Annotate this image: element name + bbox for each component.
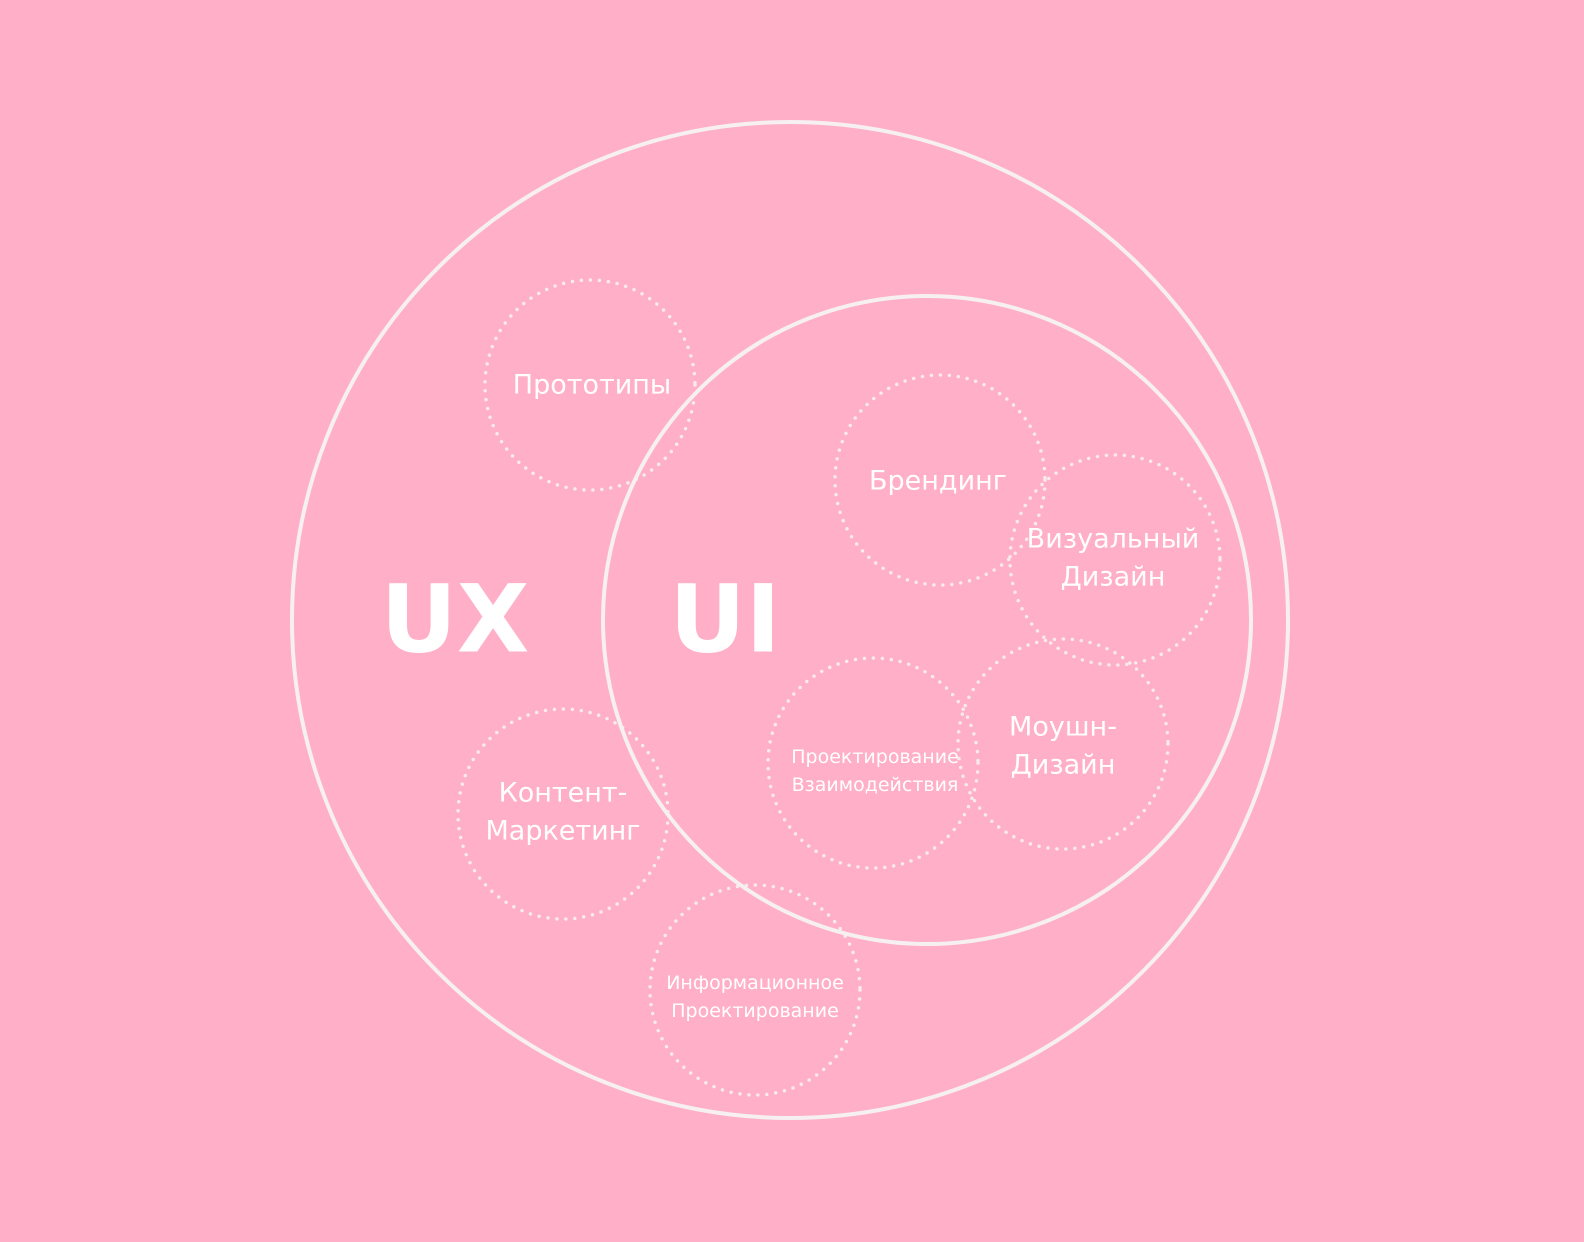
ux-circle (290, 120, 1290, 1120)
information-architecture-label-line2: Проектирование (671, 1000, 839, 1022)
interaction-design-circle (766, 656, 980, 870)
content-marketing-circle (456, 707, 670, 921)
content-marketing-label-line1: Контент- (499, 778, 628, 809)
visual-design-label-line1: Визуальный (1027, 524, 1200, 555)
interaction-design-label-line2: Взаимодействия (792, 774, 959, 796)
ux-label: UX (381, 566, 530, 675)
visual-design-label-line2: Дизайн (1061, 562, 1166, 593)
information-architecture-circle (648, 883, 862, 1097)
branding-circle (833, 373, 1047, 587)
interaction-design-label-line1: Проектирование (791, 746, 959, 768)
content-marketing-label-line2: Маркетинг (485, 816, 640, 847)
information-architecture-label-line1: Информационное (666, 972, 844, 994)
motion-design-label-line1: Моушн- (1009, 712, 1117, 743)
motion-design-circle (956, 637, 1170, 851)
branding-label: Брендинг (869, 466, 1007, 497)
motion-design-label-line2: Дизайн (1011, 750, 1116, 781)
ui-circle (601, 294, 1253, 946)
prototypes-circle (483, 278, 697, 492)
visual-design-circle (1008, 453, 1222, 667)
prototypes-label: Прототипы (513, 370, 671, 401)
ui-label: UI (669, 566, 780, 675)
